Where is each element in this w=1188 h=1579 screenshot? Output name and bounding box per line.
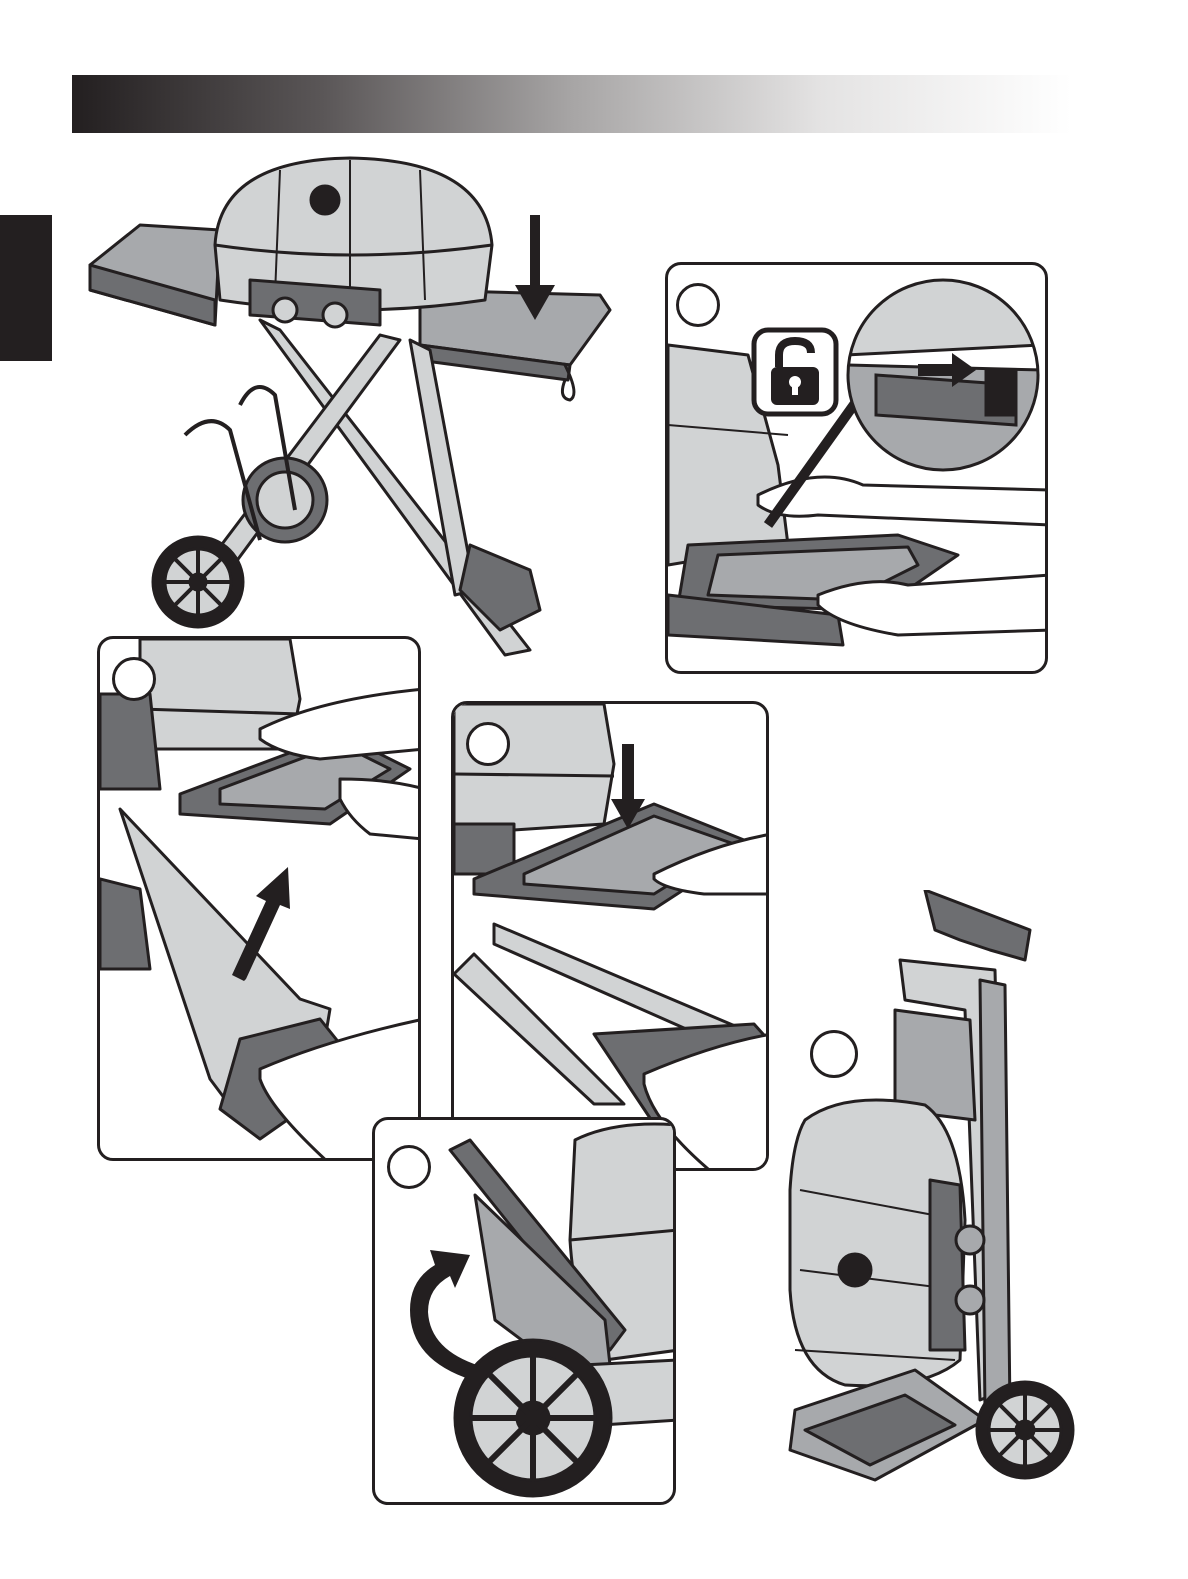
arrow-right-icon <box>918 353 976 387</box>
folded-grill-cart-illustration <box>785 890 1075 1495</box>
step-1-panel <box>665 262 1048 674</box>
step-4-panel <box>372 1117 676 1505</box>
step-5-number <box>810 1030 858 1078</box>
arrow-down-icon-step-3 <box>611 744 645 829</box>
curved-arrow-icon <box>400 1240 480 1380</box>
step-2-number <box>112 657 156 701</box>
arrow-down-icon <box>515 215 555 320</box>
step-3-panel <box>451 701 769 1171</box>
section-header-bar <box>72 75 1072 133</box>
grill-on-cart-illustration <box>80 150 640 670</box>
step-2-panel <box>97 636 421 1161</box>
arrow-up-icon <box>230 867 292 981</box>
step-3-number <box>466 722 510 766</box>
language-side-tab <box>0 215 52 361</box>
step-1-number <box>676 283 720 327</box>
step-4-number <box>387 1145 431 1189</box>
unlock-icon <box>751 327 839 417</box>
